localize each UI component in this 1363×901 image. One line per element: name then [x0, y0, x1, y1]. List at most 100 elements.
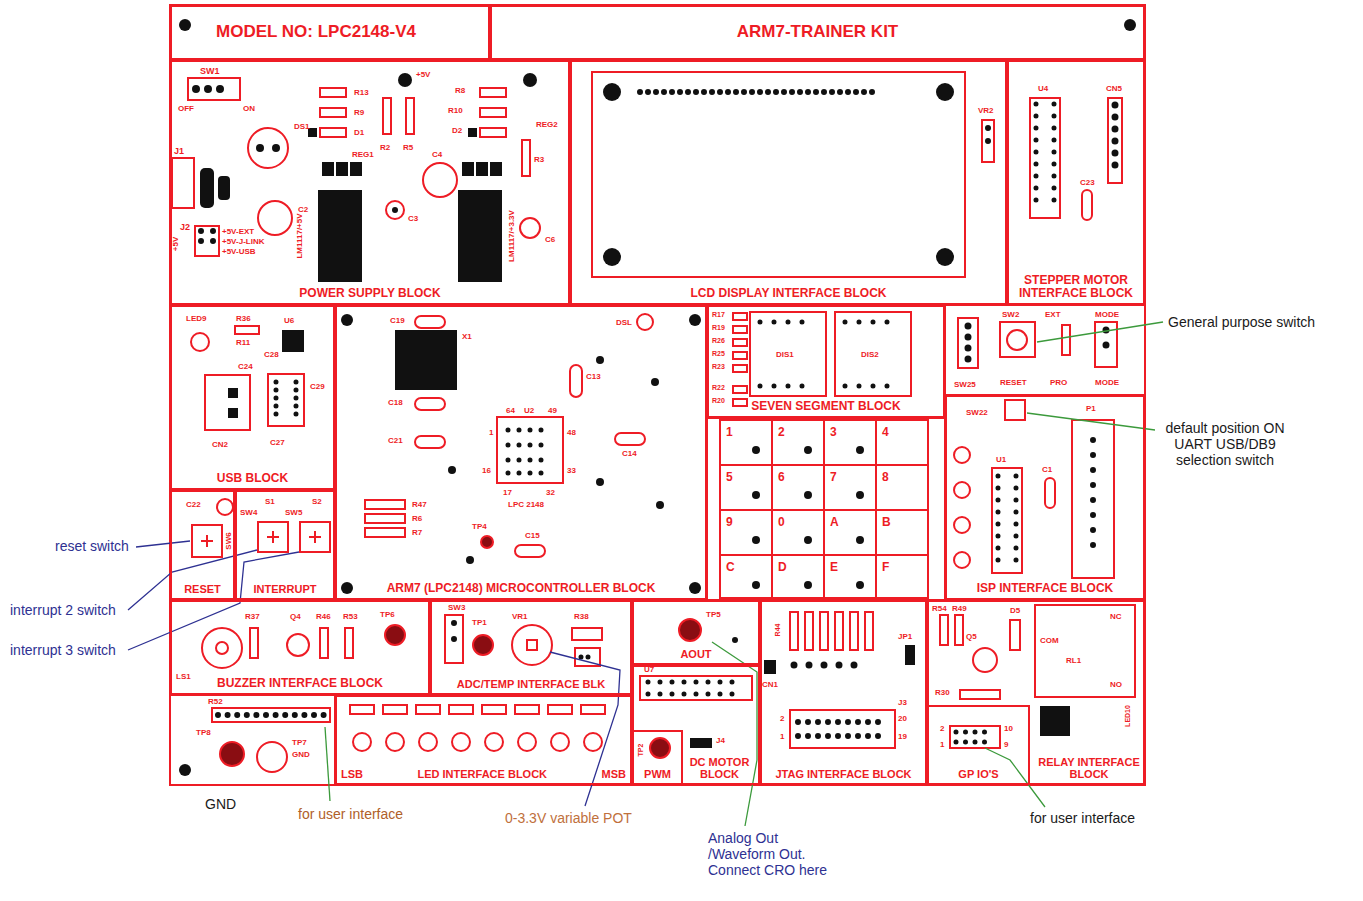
test-point — [385, 625, 405, 645]
jumper-symbol — [690, 738, 712, 748]
mounting-hole — [179, 764, 191, 776]
part-label: C28 — [264, 350, 279, 359]
capacitor-symbol — [1045, 478, 1055, 508]
key-pads — [756, 446, 912, 454]
connector-pin — [218, 176, 230, 200]
circuit-block: INTERRUPT — [235, 490, 335, 600]
part-label: 19 — [898, 732, 907, 741]
part-label: C15 — [525, 531, 540, 540]
part-label: SW3 — [448, 603, 465, 612]
resistor-symbol — [515, 705, 539, 714]
resistor-symbol — [1062, 325, 1070, 355]
resistor-symbol — [522, 140, 530, 176]
part-label: +5V — [171, 237, 180, 251]
part-label: R3 — [534, 155, 544, 164]
part-label: SW5 — [285, 508, 302, 517]
resistor-symbol — [320, 88, 346, 97]
pot-symbol — [512, 625, 552, 665]
jumper-symbol — [1095, 322, 1117, 367]
part-label: +5V-EXT — [222, 227, 254, 236]
part-label: +5V-J-LINK — [222, 237, 264, 246]
buzzer-symbol — [216, 642, 228, 654]
pin-dots — [956, 740, 994, 745]
circuit-block: ADC/TEMP INTERFACE BLK — [430, 600, 632, 695]
part-label: S2 — [312, 497, 322, 506]
capacitor-symbol — [615, 433, 645, 445]
keypad-grid — [720, 509, 928, 511]
part-label: R10 — [448, 106, 463, 115]
pad — [228, 408, 238, 418]
circuit-block: MODEL NO: LPC2148-V4 — [170, 5, 490, 60]
part-label: TP1 — [472, 618, 487, 627]
part-label: U2 — [524, 406, 534, 415]
part-label: VR2 — [978, 106, 994, 115]
user-header-block — [170, 695, 335, 785]
part-label: J2 — [180, 222, 190, 232]
part-label: C23 — [1080, 178, 1095, 187]
part-label: SW4 — [240, 508, 257, 517]
part-label: 9 — [1004, 740, 1008, 749]
block-name: MSB — [602, 768, 626, 780]
circuit-block: PWM — [632, 730, 683, 785]
test-point — [473, 635, 493, 655]
part-label: R37 — [245, 612, 260, 621]
part-label: LM1117/+5V — [295, 213, 304, 258]
pad — [256, 144, 264, 152]
circuit-block: LCD DISPLAY INTERFACE BLOCK — [570, 60, 1007, 305]
part-label: F — [882, 561, 889, 575]
part-label: R7 — [412, 528, 422, 537]
capacitor-symbol — [954, 552, 970, 568]
resistor-symbol — [235, 326, 259, 334]
led-symbol — [523, 73, 537, 87]
circuit-block: LSBLED INTERFACE BLOCKMSB — [335, 695, 632, 785]
part-label: SW2 — [1002, 310, 1019, 319]
callout-note: for user interface — [1030, 810, 1135, 826]
part-label: R26 — [712, 337, 725, 345]
part-label: R6 — [412, 514, 422, 523]
pad — [468, 128, 477, 137]
pin-dots — [1052, 104, 1057, 212]
part-label: 1 — [780, 732, 784, 741]
pin-dots — [648, 680, 744, 685]
part-label: 4 — [882, 426, 889, 440]
resistor-symbol — [406, 98, 414, 134]
capacitor-symbol — [515, 545, 545, 557]
pin-dots — [996, 476, 1001, 566]
part-label: C — [726, 561, 735, 575]
part-label: LS1 — [176, 672, 191, 681]
part-label: C21 — [388, 436, 403, 445]
board-outline — [170, 5, 1145, 785]
pin-dots — [508, 428, 552, 433]
circuit-block: SEVEN SEGMENT BLOCK — [707, 305, 945, 418]
part-label: R52 — [208, 697, 223, 706]
part-label: DSL — [616, 318, 632, 327]
part-label: RL1 — [1066, 656, 1081, 665]
part-label: U7 — [644, 665, 654, 674]
mounting-hole — [936, 248, 954, 266]
resistor-symbol — [733, 399, 747, 406]
block-name: MODEL NO: LPC2148-V4 — [216, 23, 416, 42]
part-label: C18 — [388, 398, 403, 407]
block-name: LED INTERFACE BLOCK — [417, 768, 547, 780]
block-name: POWER SUPPLY BLOCK — [299, 287, 440, 300]
block-name: AOUT — [680, 648, 711, 660]
block-name: ARM7-TRAINER KIT — [737, 23, 899, 42]
circuit-block: AOUT — [632, 600, 760, 665]
mounting-hole — [603, 248, 621, 266]
part-label: COM — [1040, 636, 1059, 645]
circuit-block: ISP INTERFACE BLOCK — [945, 395, 1145, 600]
callout-note: default position ON UART USB/DB9 selecti… — [1150, 420, 1300, 468]
part-label: 2 — [780, 714, 784, 723]
resistor-symbol — [733, 313, 747, 320]
part-label: C3 — [408, 214, 418, 223]
led-symbol — [518, 733, 536, 751]
part-label: LM1117/+3.3V — [507, 210, 516, 262]
capacitor-symbol — [520, 218, 540, 238]
resistor-symbol — [365, 514, 405, 523]
test-point — [650, 738, 670, 758]
capacitor-symbol — [954, 482, 970, 498]
part-label: SW1 — [200, 66, 220, 76]
part-label: S1 — [265, 497, 275, 506]
regulator-pin — [322, 162, 334, 176]
